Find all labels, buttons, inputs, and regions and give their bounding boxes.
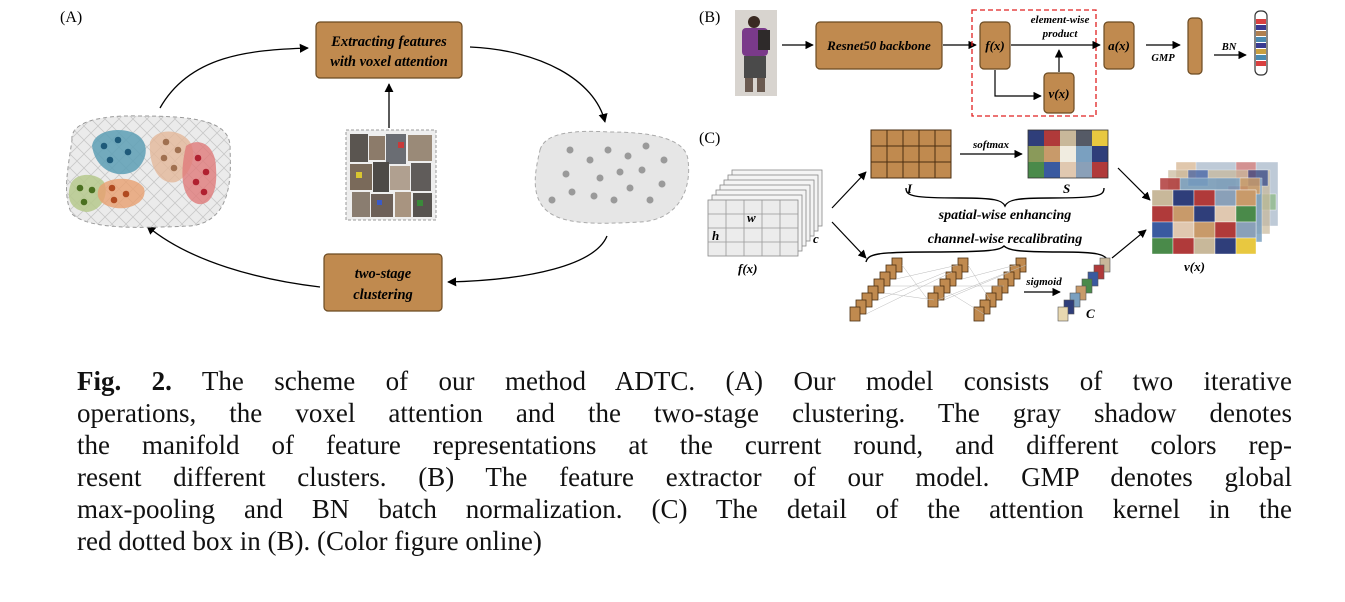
caption-fig-number: Fig. 2.	[77, 366, 172, 396]
S-label: S	[1063, 181, 1070, 196]
fx-box	[979, 21, 1011, 70]
panel-b-label: (B)	[699, 9, 720, 26]
sigmoid-label: sigmoid	[1025, 276, 1062, 288]
voxel-attention-line2: with voxel attention	[330, 54, 448, 70]
channel-layer-2	[927, 257, 969, 308]
channel-brace	[865, 245, 1109, 263]
caption-line-1-text: The scheme of our method ADTC. (A) Our m…	[201, 366, 1292, 396]
ax-box	[1103, 21, 1135, 70]
clustering-line1: two-stage	[355, 266, 412, 282]
channel-weights-C	[1057, 257, 1111, 322]
arrow-attention-to-manifold	[469, 46, 608, 123]
arrow-C-to-vx	[1111, 229, 1147, 259]
spatial-map-S	[1027, 129, 1109, 179]
caption-line-5: max-pooling and BN batch normalization. …	[77, 494, 1292, 524]
bn-feature-vector	[1254, 10, 1268, 76]
vx-box	[1043, 72, 1075, 114]
vx-attention-cube	[1151, 161, 1279, 255]
vx-output-label: v(x)	[1184, 259, 1205, 274]
fc-connections	[865, 264, 1027, 315]
caption-line-4: resent different clusters. (B) The featu…	[77, 462, 1292, 492]
clustered-manifold	[66, 115, 231, 228]
channel-wise-label: channel-wise recalibrating	[928, 232, 1082, 247]
arrow-cube-to-channel	[831, 221, 867, 259]
caption-line-1: Fig. 2. The scheme of our method ADTC. (…	[77, 365, 1292, 397]
caption-line-6: red dotted box in (B). (Color figure onl…	[77, 526, 542, 556]
panel-a-label: (A)	[60, 9, 82, 26]
spatial-brace	[905, 187, 1105, 208]
fx-tensor-label: f(x)	[738, 261, 758, 276]
cluster-peach	[149, 131, 194, 183]
arrow-S-to-vx	[1117, 167, 1151, 201]
channel-layer-3	[973, 257, 1027, 322]
product-line2: product	[1042, 28, 1079, 40]
caption-line-3: the manifold of feature representations …	[77, 430, 1292, 460]
arrow-clusters-to-attention	[159, 43, 309, 109]
fx-tensor-cube	[707, 169, 823, 257]
resnet-backbone-box	[815, 21, 943, 70]
gmp-label: GMP	[1151, 53, 1175, 64]
softmax-label: softmax	[972, 139, 1010, 151]
vx-label: v(x)	[1049, 86, 1070, 101]
feature-manifold	[534, 130, 690, 224]
caption-line-2: operations, the voxel attention and the …	[77, 398, 1292, 428]
figure-diagram: (A) Extracting features with voxel atten…	[60, 9, 1279, 322]
resnet-backbone-label: Resnet50 backbone	[826, 38, 931, 53]
cluster-red	[182, 142, 217, 205]
channel-layer-1	[849, 257, 903, 322]
person-images-collage	[345, 129, 437, 221]
fx-label: f(x)	[985, 38, 1005, 53]
C-label: C	[1086, 306, 1095, 321]
voxel-attention-line1: Extracting features	[330, 34, 447, 50]
pooled-vector	[1187, 17, 1203, 75]
h-label: h	[712, 228, 719, 243]
ax-label: a(x)	[1108, 38, 1130, 53]
arrow-manifold-to-clustering	[447, 235, 608, 287]
panel-c-label: (C)	[699, 130, 720, 147]
cluster-blue	[92, 130, 146, 175]
spatial-wise-label: spatial-wise enhancing	[938, 208, 1072, 223]
cluster-green	[68, 174, 106, 212]
I-label: I	[906, 181, 913, 196]
attention-kernel-region	[971, 9, 1097, 117]
two-stage-clustering-box	[323, 253, 443, 312]
bn-label: BN	[1221, 42, 1237, 53]
arrow-cube-to-I	[831, 171, 867, 209]
c-label: c	[813, 231, 819, 246]
product-line1: element-wise	[1031, 14, 1090, 26]
spatial-map-I	[870, 129, 952, 179]
w-label: w	[747, 210, 756, 225]
clustering-line2: clustering	[353, 287, 413, 303]
person-image	[735, 10, 777, 96]
arrow-clustering-to-clusters	[146, 225, 321, 288]
arrow-fx-to-vx	[994, 70, 1042, 101]
figure-caption: Fig. 2. The scheme of our method ADTC. (…	[77, 365, 1292, 557]
voxel-attention-box	[315, 21, 463, 79]
